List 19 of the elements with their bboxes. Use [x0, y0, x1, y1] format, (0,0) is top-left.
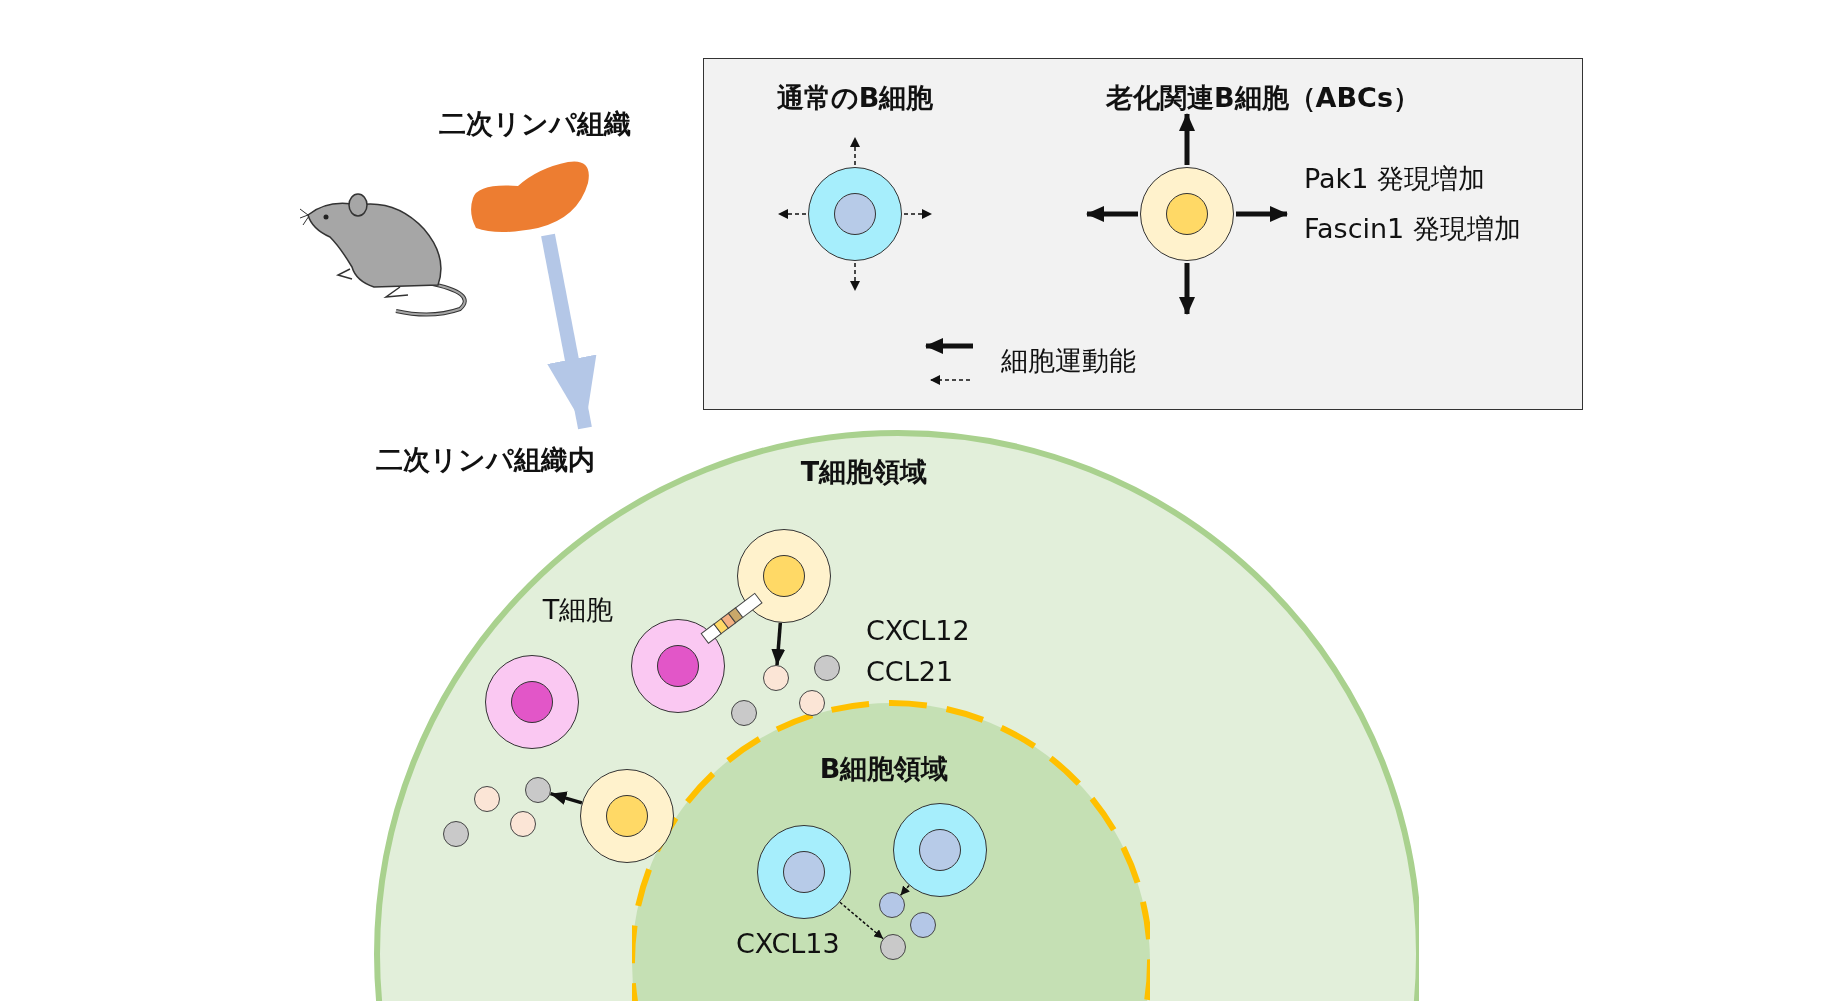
legend-panel — [703, 58, 1583, 410]
cell-type-heading: 通常のB細胞 — [776, 81, 934, 115]
expression-note: Fascin1 発現増加 — [1304, 212, 1521, 246]
arrow — [771, 622, 786, 666]
zone-label: B細胞領域 — [819, 752, 949, 786]
tissue-label: 二次リンパ組織 — [439, 107, 631, 141]
zone-label: T細胞領域 — [800, 455, 928, 489]
chemokine-label: CXCL12 — [866, 614, 970, 646]
arrow — [899, 884, 910, 896]
cell-type-heading: 老化関連B細胞（ABCs） — [1106, 81, 1420, 115]
chemokine-label: CXCL13 — [736, 927, 840, 959]
arrow — [839, 901, 884, 940]
chemokine-label: T細胞 — [542, 593, 614, 627]
zone-label: 二次リンパ組織内 — [375, 443, 595, 477]
chemokine-label: CCL21 — [866, 655, 954, 687]
arrow — [541, 233, 597, 430]
legend-label: 細胞運動能 — [1001, 344, 1136, 378]
expression-note: Pak1 発現増加 — [1304, 162, 1485, 196]
arrow — [550, 791, 583, 805]
